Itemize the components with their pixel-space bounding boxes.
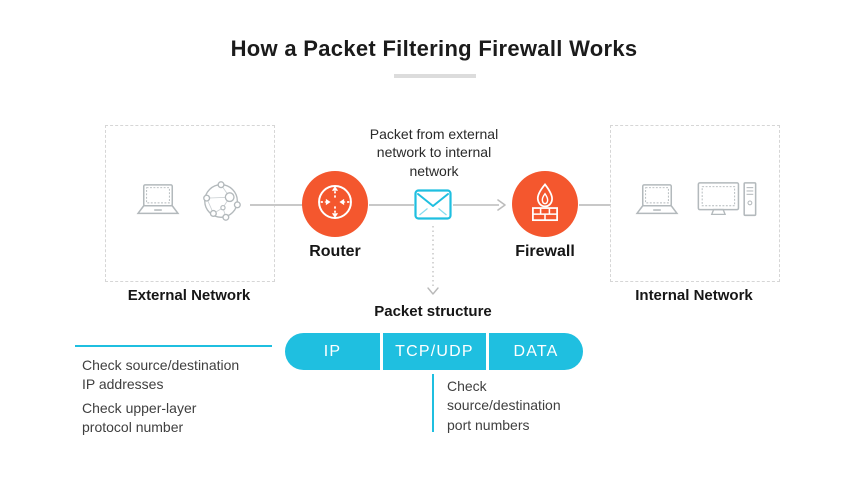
firewall-node — [512, 171, 578, 237]
external-network-box — [105, 125, 275, 282]
envelope-icon — [414, 189, 452, 225]
router-arrows-icon — [313, 180, 357, 229]
note-line: IP addresses — [82, 376, 164, 393]
packet-segment-data: DATA — [489, 333, 583, 370]
note-line: Check — [447, 378, 487, 394]
dotted-arrow-down — [426, 226, 440, 305]
note-line: Check upper-layer — [82, 400, 197, 416]
connector-firewall-to-internal — [579, 204, 611, 206]
internal-network-label: Internal Network — [635, 287, 753, 304]
note-line: source/destination — [447, 397, 561, 414]
flame-brick-wall-icon — [523, 180, 567, 229]
internal-network-box — [610, 125, 780, 282]
laptop-icon — [133, 182, 183, 225]
connector-router-to-packet — [369, 204, 414, 206]
port-note-rule-line — [432, 374, 434, 432]
packet-structure-label: Packet structure — [374, 303, 492, 320]
note-ip-addresses: Check source/destination IP addresses — [82, 356, 302, 395]
connector-external-to-router — [250, 204, 303, 206]
external-network-label: External Network — [127, 287, 251, 304]
network-globe-icon — [197, 178, 247, 229]
page-title: How a Packet Filtering Firewall Works — [230, 36, 638, 61]
router-node — [302, 171, 368, 237]
packet-caption-line: network to internal — [376, 144, 492, 161]
packet-caption-line: network — [409, 162, 459, 179]
desktop-computer-icon — [696, 180, 758, 227]
note-line: Check source/destination — [82, 357, 240, 373]
firewall-label: Firewall — [515, 243, 575, 260]
packet-caption-line: Packet from external — [369, 126, 499, 142]
note-protocol-number: Check upper-layer protocol number — [82, 399, 302, 438]
ip-note-rule-line — [75, 345, 272, 347]
packet-segment-tcp-udp: TCP/UDP — [383, 333, 486, 370]
packet-structure-bar: IP TCP/UDP DATA — [285, 333, 583, 370]
note-port-numbers: Check source/destination port numbers — [447, 377, 607, 435]
laptop-icon — [632, 182, 682, 225]
packet-caption: Packet from external network to internal… — [329, 125, 539, 180]
note-line: port numbers — [447, 416, 530, 433]
packet-segment-ip: IP — [285, 333, 380, 370]
arrow-packet-to-firewall — [453, 197, 507, 218]
title-underline — [394, 74, 476, 78]
note-line: protocol number — [82, 419, 184, 436]
router-label: Router — [309, 243, 361, 260]
